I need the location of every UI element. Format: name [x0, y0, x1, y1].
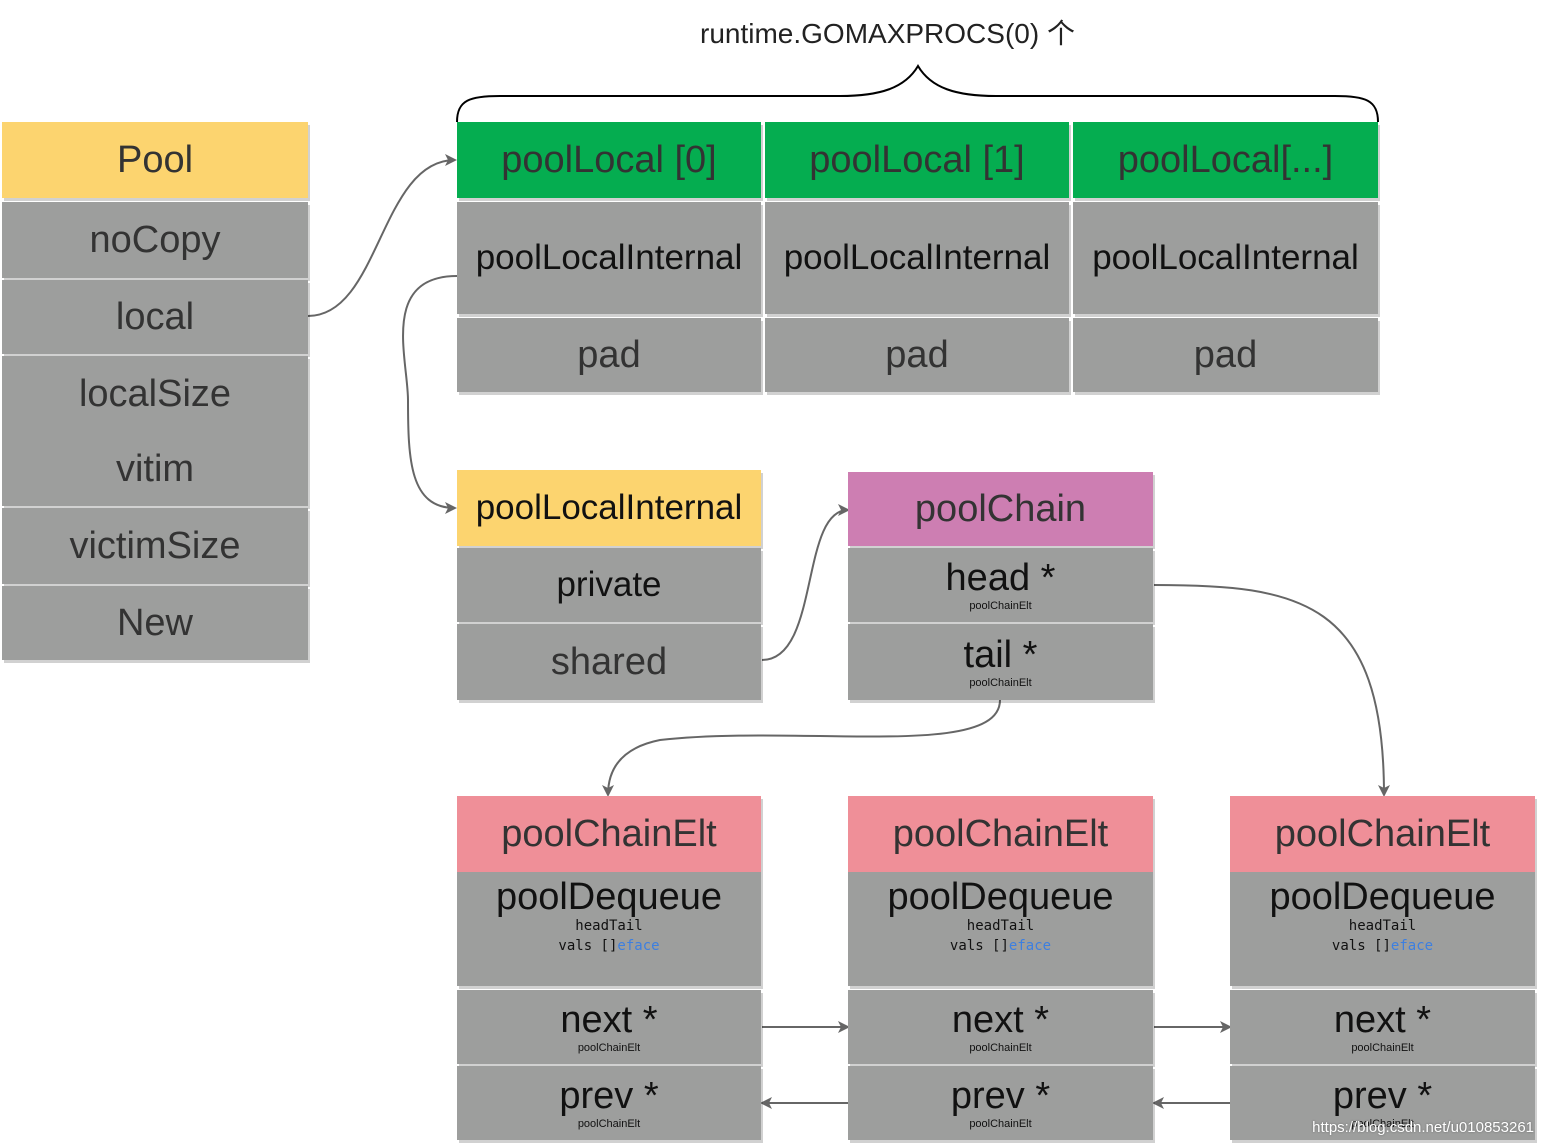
poolchainelt-3-dequeue: poolDequeue headTail vals []eface — [1230, 872, 1535, 986]
poolchainelt-1-dequeue-label: poolDequeue — [495, 876, 723, 918]
next-name: next * — [1333, 998, 1432, 1041]
pool-field-vitim: vitim — [2, 432, 308, 506]
poolchainelt-1-headtail: headTail — [575, 918, 643, 934]
next-type: poolChainElt — [969, 1041, 1032, 1054]
poollocal-n-pad: pad — [1073, 318, 1378, 392]
pool-field-new: New — [2, 586, 308, 660]
pool-header: Pool — [2, 122, 308, 198]
prev-name: prev * — [559, 1074, 659, 1117]
poollocalinternal-shared: shared — [457, 624, 761, 700]
poolchainelt-2-vals: vals []eface — [950, 936, 1051, 956]
poolchainelt-1-vals: vals []eface — [558, 936, 659, 956]
vals-prefix: vals [] — [1331, 938, 1391, 954]
pool-field-nocopy: noCopy — [2, 202, 308, 278]
poolchainelt-3-prev: prev * poolChainElt — [1230, 1066, 1535, 1140]
poolchain-tail-type: poolChainElt — [969, 676, 1032, 689]
poollocalinternal-private: private — [457, 548, 761, 622]
poolchainelt-2-prev: prev * poolChainElt — [848, 1066, 1153, 1140]
prev-type: poolChainElt — [577, 1117, 641, 1130]
poolchainelt-1-next: next * poolChainElt — [457, 990, 761, 1064]
diagram-title: runtime.GOMAXPROCS(0) 个 — [700, 18, 1075, 49]
poollocal-1-pad: pad — [765, 318, 1069, 392]
poolchainelt-3-next: next * poolChainElt — [1230, 990, 1535, 1064]
pool-field-victimsize: victimSize — [2, 508, 308, 584]
poolchainelt-3-header: poolChainElt — [1230, 796, 1535, 872]
poolchain-tail-name: tail * — [963, 633, 1038, 676]
poolchain-tail: tail * poolChainElt — [848, 624, 1153, 700]
next-type: poolChainElt — [577, 1041, 641, 1054]
poolchain-header: poolChain — [848, 472, 1153, 546]
poolchain-head-name: head * — [945, 556, 1056, 599]
pool-field-local: local — [2, 280, 308, 354]
arrow-tail-to-elt1 — [602, 699, 1001, 797]
pool-field-localsize: localSize — [2, 356, 308, 432]
vals-type: eface — [1008, 938, 1052, 954]
next-name: next * — [560, 998, 658, 1041]
poolchainelt-3-headtail: headTail — [1348, 918, 1417, 934]
poolchainelt-2-dequeue-label: poolDequeue — [887, 876, 1114, 918]
poolchainelt-3-dequeue-label: poolDequeue — [1269, 876, 1496, 918]
poollocal-n-internal: poolLocalInternal — [1073, 202, 1378, 314]
arrow-shared-to-poolchain — [761, 504, 850, 661]
poollocal-0-pad: pad — [457, 318, 761, 392]
poollocal-n-header: poolLocal[...] — [1073, 122, 1378, 198]
vals-prefix: vals [] — [949, 938, 1009, 954]
poollocal-0-header: poolLocal [0] — [457, 122, 761, 198]
poolchain-head: head * poolChainElt — [848, 548, 1153, 622]
prev-name: prev * — [950, 1074, 1051, 1117]
poollocal-1-header: poolLocal [1] — [765, 122, 1069, 198]
prev-name: prev * — [1332, 1074, 1433, 1117]
poollocalinternal-header: poolLocalInternal — [457, 470, 761, 546]
vals-type: eface — [617, 938, 660, 954]
watermark: https://blog.csdn.net/u010853261 — [1312, 1119, 1534, 1136]
poolchainelt-1-prev: prev * poolChainElt — [457, 1066, 761, 1140]
poolchainelt-1-dequeue: poolDequeue headTail vals []eface — [457, 872, 761, 986]
vals-type: eface — [1390, 938, 1434, 954]
prev-type: poolChainElt — [1351, 1117, 1414, 1130]
next-name: next * — [951, 998, 1050, 1041]
poolchainelt-2-next: next * poolChainElt — [848, 990, 1153, 1064]
poolchainelt-1-header: poolChainElt — [457, 796, 761, 872]
poolchainelt-2-headtail: headTail — [966, 918, 1035, 934]
poolchainelt-2-header: poolChainElt — [848, 796, 1153, 872]
poolchain-head-type: poolChainElt — [969, 599, 1032, 612]
poollocal-0-internal: poolLocalInternal — [457, 202, 761, 314]
next-type: poolChainElt — [1351, 1041, 1414, 1054]
poolchainelt-3-vals: vals []eface — [1332, 936, 1433, 956]
arrow-internal-to-struct — [402, 275, 458, 514]
vals-prefix: vals [] — [558, 938, 618, 954]
arrow-local-to-poollocal — [307, 154, 457, 317]
prev-type: poolChainElt — [969, 1117, 1032, 1130]
gomaxprocs-brace — [456, 64, 1379, 123]
arrow-head-to-elt3 — [1153, 584, 1390, 797]
poollocal-1-internal: poolLocalInternal — [765, 202, 1069, 314]
poolchainelt-2-dequeue: poolDequeue headTail vals []eface — [848, 872, 1153, 986]
